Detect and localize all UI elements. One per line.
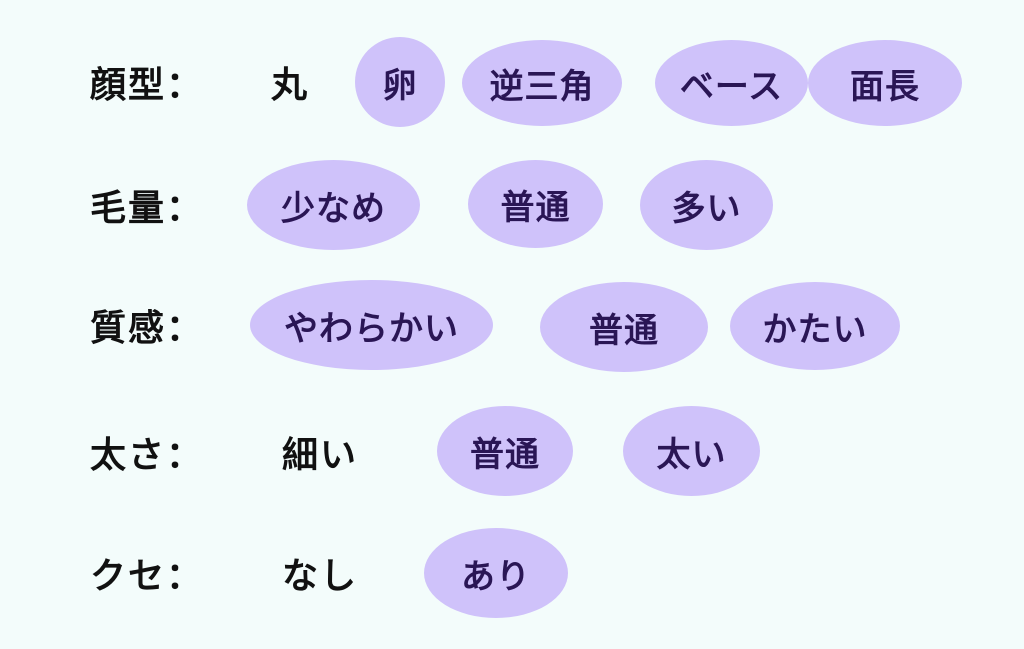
option-round: 丸 bbox=[270, 65, 310, 106]
row-label-curl: クセ： bbox=[90, 556, 205, 597]
row-label-texture: 質感： bbox=[90, 308, 205, 349]
option-none: なし bbox=[281, 556, 359, 597]
option-thick: 太い bbox=[623, 406, 760, 496]
option-normal: 普通 bbox=[468, 160, 603, 248]
option-normal: 普通 bbox=[437, 406, 573, 496]
row-label-face-shape: 顔型： bbox=[90, 65, 205, 106]
option-label: 普通 bbox=[470, 434, 540, 475]
option-label: 少なめ bbox=[281, 188, 386, 229]
option-label: 面長 bbox=[850, 66, 920, 107]
option-hard: かたい bbox=[730, 282, 900, 370]
option-label: 逆三角 bbox=[489, 66, 595, 107]
row-label-hair-volume: 毛量： bbox=[90, 188, 205, 229]
option-thin: 細い bbox=[281, 435, 359, 476]
option-long-face: 面長 bbox=[808, 40, 962, 126]
option-label: ベース bbox=[679, 66, 784, 107]
option-label: 卵 bbox=[382, 65, 418, 106]
option-egg: 卵 bbox=[355, 37, 445, 127]
option-soft: やわらかい bbox=[250, 280, 493, 370]
option-label: やわらかい bbox=[284, 308, 459, 349]
row-label-thickness: 太さ： bbox=[90, 435, 205, 476]
option-base: ベース bbox=[655, 40, 808, 126]
option-normal: 普通 bbox=[540, 282, 708, 372]
option-present: あり bbox=[424, 528, 568, 618]
option-less: 少なめ bbox=[247, 160, 420, 250]
option-inverted-triangle: 逆三角 bbox=[462, 40, 622, 126]
option-label: 普通 bbox=[500, 187, 571, 228]
option-more: 多い bbox=[640, 160, 773, 250]
option-label: かたい bbox=[762, 309, 868, 350]
option-label: 多い bbox=[671, 188, 742, 229]
option-label: 太い bbox=[656, 434, 727, 475]
option-label: あり bbox=[461, 556, 531, 597]
option-label: 普通 bbox=[589, 310, 659, 351]
